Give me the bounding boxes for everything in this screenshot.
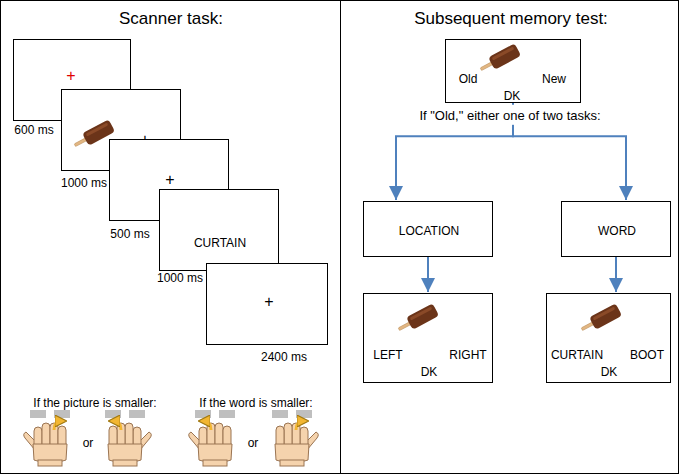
fixation-cross: +: [264, 293, 273, 310]
hand-icon: [105, 410, 151, 466]
text-holder: DK: [601, 362, 618, 380]
response-rule: If the word is smaller:: [199, 396, 312, 410]
hand-icon: [272, 410, 318, 466]
panel-title: Subsequent memory test:: [414, 9, 608, 28]
label-holder: If "Old," either one of two tasks:: [416, 105, 603, 125]
task-name: WORD: [598, 224, 636, 238]
label-holder: If the word is smaller:: [199, 393, 312, 411]
duration-label: 600 ms: [14, 123, 53, 137]
response-option: DK: [504, 89, 521, 103]
text-holder: Subsequent memory test:: [414, 9, 608, 29]
fixation-cross: +: [165, 171, 174, 188]
duration-label: 2400 ms: [261, 350, 307, 364]
label-holder: If the picture is smaller:: [33, 393, 156, 411]
flow-arrow: [427, 257, 429, 292]
label-holder: 600 ms: [14, 120, 53, 138]
response-option: Old: [459, 72, 478, 86]
label-holder: or: [248, 433, 259, 451]
task-name: LOCATION: [399, 224, 459, 238]
label-holder: 500 ms: [110, 224, 149, 242]
task-box: WORD: [561, 201, 671, 257]
response-rule: If the picture is smaller:: [33, 396, 156, 410]
text-holder: CURTAIN: [194, 233, 246, 251]
text-holder: Old: [459, 69, 478, 87]
label-holder: 1000 ms: [61, 173, 107, 191]
response-option: RIGHT: [449, 348, 486, 362]
test-screen: CURTAIN DK BOOT: [546, 293, 671, 383]
or-label: or: [83, 436, 94, 450]
label-holder: 2400 ms: [261, 347, 307, 365]
hand-icon: [189, 410, 235, 466]
text-holder: Scanner task:: [119, 9, 223, 29]
text-holder: DK: [421, 362, 438, 380]
duration-label: 1000 ms: [61, 176, 107, 190]
response-option: DK: [601, 365, 618, 379]
text-holder: WORD: [598, 221, 636, 239]
text-holder: +: [264, 293, 273, 311]
task-box: LOCATION: [363, 201, 493, 257]
popsicle-picture: [62, 90, 63, 91]
response-option: DK: [421, 365, 438, 379]
text-holder: LOCATION: [399, 221, 459, 239]
text-holder: BOOT: [630, 345, 664, 363]
popsicle-picture: [547, 294, 548, 295]
text-holder: +: [165, 171, 174, 189]
response-option: CURTAIN: [551, 348, 603, 362]
screen-frame: CURTAIN: [159, 189, 279, 271]
response-option: LEFT: [373, 348, 402, 362]
popsicle-picture: [364, 294, 365, 295]
test-screen: LEFT DK RIGHT: [363, 293, 493, 383]
text-holder: LEFT: [373, 345, 402, 363]
duration-label: 1000 ms: [157, 271, 203, 285]
duration-label: 500 ms: [110, 227, 149, 241]
label-holder: 1000 ms: [157, 268, 203, 286]
screen-frame: +: [206, 263, 328, 345]
response-option: New: [542, 72, 566, 86]
label-holder: or: [83, 433, 94, 451]
panel-title: Scanner task:: [119, 9, 223, 28]
word-stimulus: CURTAIN: [194, 236, 246, 250]
or-label: or: [248, 436, 259, 450]
fixation-cross: +: [66, 67, 75, 84]
test-screen: Old NewDK: [445, 39, 581, 103]
text-holder: New: [542, 69, 566, 87]
branch-label: If "Old," either one of two tasks:: [419, 108, 600, 123]
flow-arrow: [615, 257, 617, 292]
text-holder: RIGHT: [449, 345, 486, 363]
hand-icon: [24, 410, 70, 466]
text-holder: DK: [504, 86, 521, 104]
response-option: BOOT: [630, 348, 664, 362]
text-holder: CURTAIN: [551, 345, 603, 363]
test-panel: Subsequent memory test: Old NewDK LOCATION W…: [340, 0, 679, 474]
text-holder: +: [66, 67, 75, 85]
popsicle-picture: [446, 40, 447, 41]
